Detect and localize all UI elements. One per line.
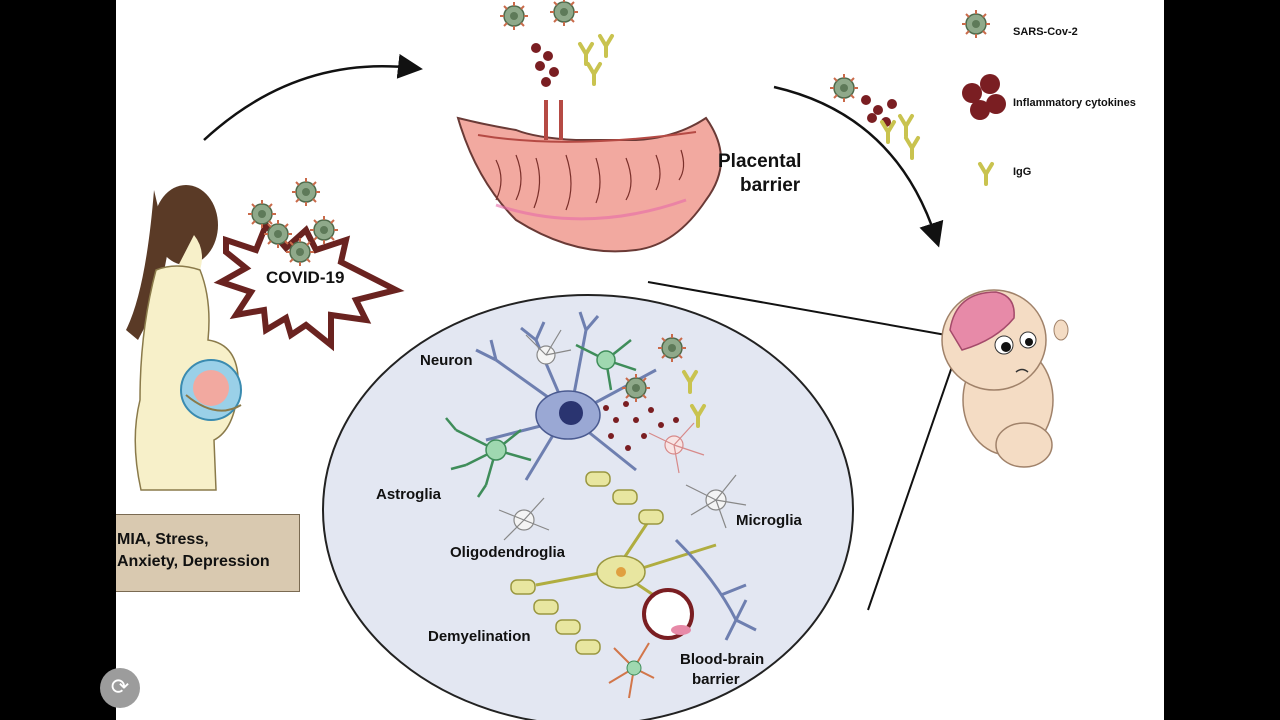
- zoom-line-top: [647, 281, 947, 336]
- virus-icon: [499, 1, 529, 31]
- mia-line2: Anxiety, Depression: [117, 553, 270, 570]
- covid-label: COVID-19: [266, 268, 345, 287]
- igg-icon: [598, 34, 614, 58]
- igg-icon: [904, 136, 920, 160]
- diagram-svg: [126, 0, 1069, 720]
- virus-icon: [263, 219, 293, 249]
- mia-stress-box: MIA, Stress, Anxiety, Depression: [116, 514, 300, 592]
- legend-igg-label: IgG: [1013, 166, 1032, 178]
- pregnant-mother-illustration: [126, 185, 242, 491]
- placental-label-line1: Placental: [718, 151, 802, 172]
- legend-igg-icon: [978, 162, 994, 186]
- virus-icon: [829, 73, 859, 103]
- igg-icon: [586, 62, 602, 86]
- demyelination-label: Demyelination: [428, 628, 531, 645]
- arrow-mother-to-placenta: [203, 53, 423, 141]
- cytokine-cluster: [603, 401, 679, 451]
- oligodendroglia-label: Oligodendroglia: [450, 544, 565, 561]
- neural-cells-illustration: [445, 311, 757, 699]
- virus-icon: [291, 177, 321, 207]
- astroglia-label: Astroglia: [376, 486, 442, 503]
- igg-icon: [578, 42, 594, 66]
- neuron-label: Neuron: [420, 352, 473, 369]
- legend-cytokine-label: Inflammatory cytokines: [1013, 97, 1136, 109]
- zoom-line-bottom: [867, 354, 957, 611]
- brain-zoom-circle: [322, 294, 854, 720]
- igg-icon: [898, 114, 914, 138]
- legend-virus-label: SARS-Cov-2: [1013, 26, 1078, 38]
- bbb-label-line1: Blood-brain: [680, 651, 765, 668]
- share-icon[interactable]: ⟳: [100, 668, 140, 708]
- virus-icon: [247, 199, 277, 229]
- baby-illustration: [941, 289, 1069, 468]
- virus-icon: [657, 333, 687, 363]
- microglia-label: Microglia: [736, 512, 802, 529]
- blood-brain-barrier-label: Blood-brain barrier: [680, 650, 764, 690]
- placental-label-line2: barrier: [740, 175, 801, 196]
- covid-burst: [213, 219, 405, 352]
- arrow-placenta-to-baby: [773, 85, 944, 248]
- placenta-illustration: [456, 100, 722, 253]
- cytokine-cluster: [531, 43, 559, 87]
- mia-line1: MIA, Stress,: [117, 531, 209, 548]
- virus-icon: [285, 237, 315, 267]
- bbb-label-line2: barrier: [692, 671, 740, 688]
- virus-icon: [621, 373, 651, 403]
- virus-icon: [309, 215, 339, 245]
- legend-virus-icon: [961, 9, 991, 39]
- legend-cytokine-icon: [962, 74, 1006, 120]
- virus-icon: [549, 0, 579, 27]
- placental-barrier-label: Placental barrier: [718, 150, 801, 198]
- diagram-canvas: SARS-Cov-2 Inflammatory cytokines IgG Pl…: [116, 0, 1164, 720]
